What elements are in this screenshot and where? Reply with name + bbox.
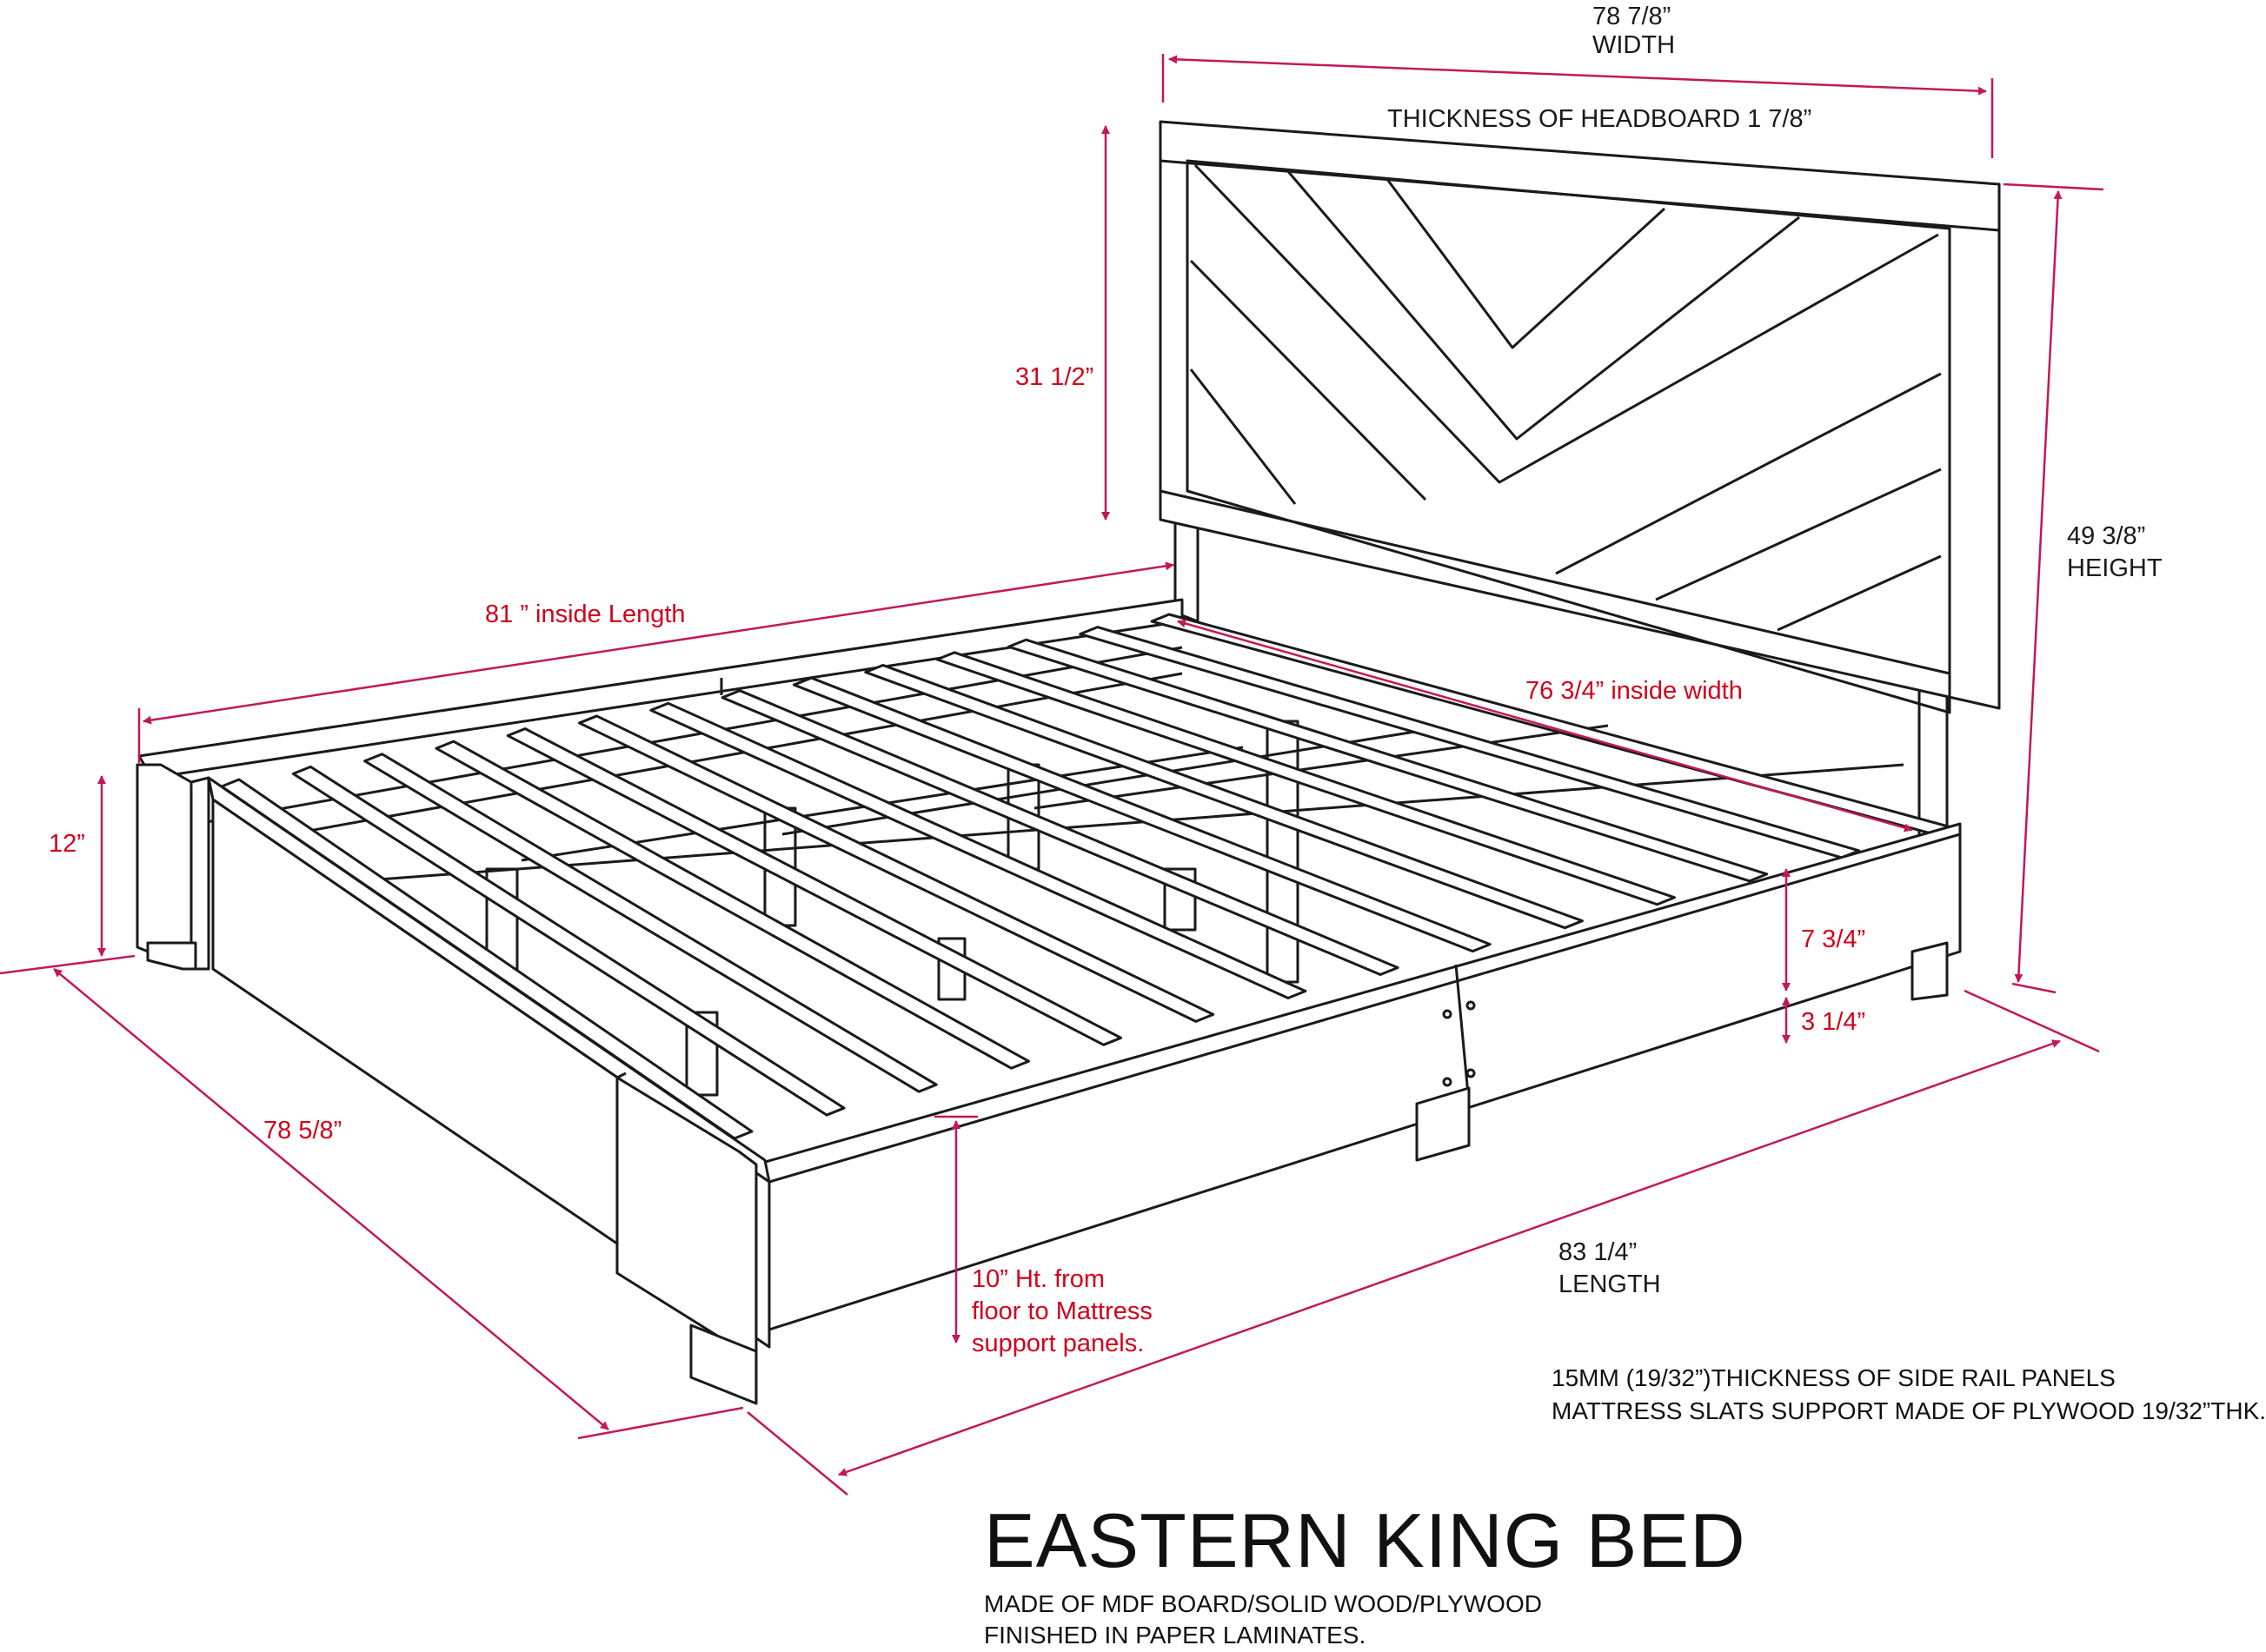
headboard-chevron-planks [1189,163,1942,632]
materials-line-2: FINISHED IN PAPER LAMINATES. [984,1622,1366,1649]
height-value-label: 49 3/8” [2067,522,2146,550]
footboard-height-label: 12” [49,830,85,858]
floor-height-line-2: floor to Mattress [972,1297,1153,1325]
overall-width-label: 78 5/8” [263,1117,342,1144]
length-label: LENGTH [1558,1271,1661,1298]
height-label: HEIGHT [2067,554,2163,582]
inside-width-label: 76 3/4” inside width [1525,677,1743,705]
headboard [1159,120,2001,992]
length-value-label: 83 1/4” [1558,1238,1638,1266]
note-side-rail: 15MM (19/32”)THICKNESS OF SIDE RAIL PANE… [1552,1364,2116,1391]
headboard-panel-height-label: 31 1/2” [1015,363,1094,391]
mattress-slat [506,727,1123,1046]
diagram-title: EASTERN KING BED [984,1497,1746,1583]
headboard-thickness-label: THICKNESS OF HEADBOARD 1 7/8” [1387,105,1812,133]
leg-clearance-label: 3 1/4” [1801,1008,1866,1036]
floor-height-line-3: support panels. [972,1330,1145,1357]
materials-line-1: MADE OF MDF BOARD/SOLID WOOD/PLYWOOD [984,1590,1542,1617]
dimension-lines [0,54,2104,1496]
width-value-label: 78 7/8” [1592,3,1671,30]
inside-length-label: 81 ” inside Length [485,600,686,628]
note-slats: MATTRESS SLATS SUPPORT MADE OF PLYWOOD 1… [1552,1397,2266,1424]
side-rail-height-label: 7 3/4” [1801,926,1866,953]
floor-height-line-1: 10” Ht. from [972,1265,1106,1293]
width-label: WIDTH [1592,31,1676,59]
